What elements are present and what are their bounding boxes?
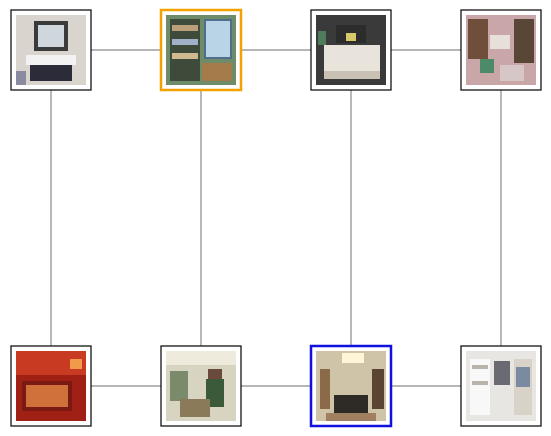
- cluttered-room-thumbnail: [466, 15, 536, 85]
- graph-node-n3[interactable]: [310, 9, 392, 91]
- graph-node-n8[interactable]: [460, 345, 542, 427]
- graph-node-n5[interactable]: [10, 345, 92, 427]
- node-layer: [10, 8, 542, 428]
- white-walkin-closet-thumbnail: [466, 351, 536, 421]
- graph-node-n6[interactable]: [160, 345, 242, 427]
- thumbnail-shape: [468, 19, 488, 59]
- thumbnail-shape: [472, 365, 488, 369]
- thumbnail-shape: [320, 369, 330, 409]
- thumbnail-shape: [372, 369, 384, 409]
- thumbnail-shape: [16, 71, 26, 85]
- thumbnail-shape: [172, 39, 198, 45]
- thumbnail-shape: [470, 359, 490, 415]
- lounge-room-thumbnail: [316, 351, 386, 421]
- thumbnail-shape: [38, 25, 64, 47]
- thumbnail-shape: [342, 353, 364, 363]
- red-bedroom-thumbnail: [16, 351, 86, 421]
- graph-node-n2[interactable]: [159, 8, 243, 92]
- thumbnail-shape: [324, 71, 380, 79]
- thumbnail-shape: [318, 31, 326, 45]
- graph-node-n7[interactable]: [309, 344, 393, 428]
- thumbnail-shape: [324, 45, 380, 75]
- thumbnail-shape: [172, 25, 198, 31]
- thumbnail-shape: [490, 35, 510, 49]
- thumbnail-shape: [26, 55, 76, 65]
- thumbnail-shape: [334, 395, 368, 413]
- thumbnail-shape: [346, 33, 356, 41]
- closet-shelves-thumbnail: [166, 15, 236, 85]
- thumbnail-shape: [206, 379, 224, 407]
- thumbnail-shape: [172, 53, 198, 59]
- bedroom-thumbnail: [316, 15, 386, 85]
- thumbnail-shape: [206, 21, 230, 57]
- thumbnail-shape: [202, 63, 232, 81]
- thumbnail-shape: [472, 381, 488, 385]
- thumbnail-shape: [30, 65, 72, 81]
- thumbnail-shape: [500, 65, 524, 81]
- thumbnail-shape: [480, 59, 494, 73]
- thumbnail-shape: [208, 369, 222, 381]
- thumbnail-shape: [514, 19, 534, 63]
- edge-layer: [50, 49, 502, 387]
- thumbnail-shape: [326, 413, 376, 421]
- thumbnail-shape: [166, 351, 236, 365]
- graph-node-n4[interactable]: [460, 9, 542, 91]
- thumbnail-shape: [26, 385, 68, 407]
- thumbnail-shape: [70, 359, 82, 369]
- person-in-room-thumbnail: [166, 351, 236, 421]
- thumbnail-shape: [516, 367, 530, 387]
- thumbnail-shape: [494, 361, 510, 385]
- thumbnail-shape: [180, 399, 210, 417]
- graph-node-n1[interactable]: [10, 9, 92, 91]
- bathroom-vanity-thumbnail: [16, 15, 86, 85]
- thumbnail-shape: [170, 371, 188, 401]
